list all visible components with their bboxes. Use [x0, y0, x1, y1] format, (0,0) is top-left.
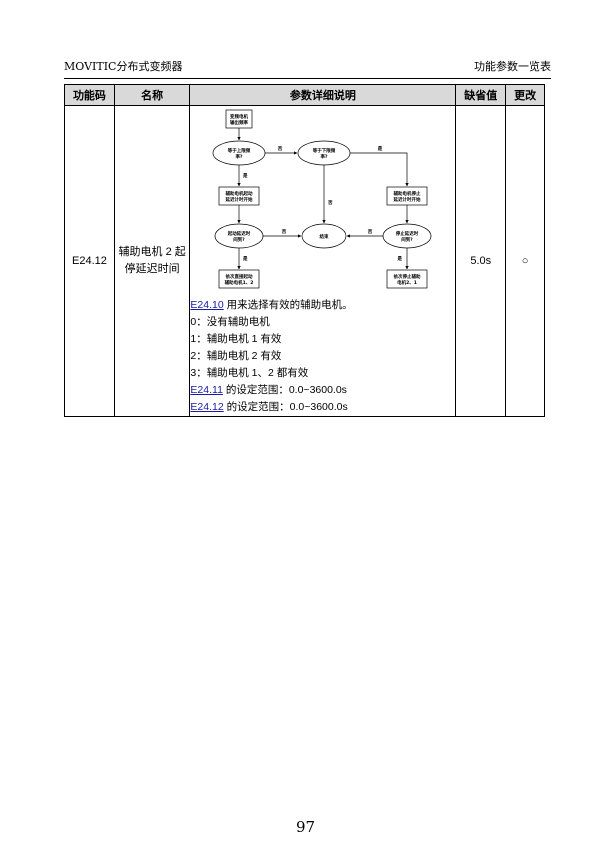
param-name-cell: 辅助电机 2 起停延迟时间	[113, 105, 191, 417]
header-name: 名称	[113, 84, 191, 106]
flow-label-yes: 是	[377, 145, 383, 152]
change-mark-cell: ○	[505, 105, 545, 417]
flow-stop-delay-text: 辅助电机停止	[393, 190, 420, 197]
table-row: E24.12 辅助电机 2 起停延迟时间	[64, 105, 545, 417]
flow-label-yes: 是	[242, 172, 248, 179]
flow-start-text: 变频电机	[230, 113, 248, 120]
desc-line: 0：没有辅助电机	[190, 316, 270, 328]
doc-header-title: MOVITIC分布式变频器	[64, 60, 183, 73]
parameter-table: 功能码 名称 参数详细说明 缺省值 更改 E24.12 辅助电机 2 起停延迟时…	[64, 84, 545, 417]
flow-start-text: 输出频率	[230, 119, 248, 126]
flow-label-no: 否	[368, 228, 373, 235]
page-number: 97	[295, 818, 316, 836]
table-header-row: 功能码 名称 参数详细说明 缺省值 更改	[64, 84, 545, 106]
header-description: 参数详细说明	[189, 84, 457, 106]
flow-label-no: 否	[278, 145, 283, 152]
param-link-e24-11[interactable]: E24.11	[190, 384, 223, 396]
function-code-cell: E24.12	[64, 105, 115, 417]
flow-label-yes: 是	[242, 255, 248, 262]
desc-line: 1：辅助电机 1 有效	[190, 333, 282, 345]
param-link-e24-12[interactable]: E24.12	[190, 401, 224, 413]
header-divider	[64, 78, 551, 79]
flow-stop-time-text: 间到?	[401, 236, 413, 243]
param-link-e24-10[interactable]: E24.10	[190, 299, 224, 311]
flow-start-delay-text: 延迟计时开始	[224, 196, 252, 203]
flow-upper-freq-text: 等于上限频	[228, 147, 251, 154]
flow-start-action-box	[218, 269, 260, 289]
flow-start-delay-text: 辅助电机起动	[225, 190, 252, 197]
header-change: 更改	[505, 84, 545, 106]
flow-end-text: 结束	[319, 233, 328, 240]
desc-line: 2：辅助电机 2 有效	[190, 350, 282, 362]
flow-start-time-text: 间到?	[233, 236, 245, 243]
flow-label-yes: 是	[396, 255, 402, 262]
flow-lower-freq-text: 等于下限频	[313, 147, 336, 154]
desc-line-text: 的设定范围：0.0~3600.0s	[223, 401, 348, 413]
desc-line: E24.11 的设定范围：0.0~3600.0s	[190, 382, 455, 399]
flow-start-action-text: 辅助电机1、2	[225, 279, 254, 286]
flow-stop-action-text: 依次停止辅助	[393, 273, 420, 280]
header-function-code: 功能码	[64, 84, 115, 106]
flow-stop-delay-text: 延迟计时开始	[392, 196, 420, 203]
flow-label-no: 否	[282, 228, 287, 235]
header-default-value: 缺省值	[455, 84, 507, 106]
flow-start-time-text: 起动延迟时	[227, 230, 251, 237]
flow-end-node	[301, 223, 347, 249]
doc-header-section: 功能参数一览表	[474, 60, 551, 73]
flow-arrow	[349, 152, 409, 187]
flow-stop-time-text: 停止延迟时	[396, 230, 419, 237]
default-value-cell: 5.0s	[455, 105, 507, 417]
aux-motor-flowchart: 变频电机 输出频率 等于上限频 率? 等于下限频 率? 辅助电机起动 延迟计时开…	[212, 109, 432, 289]
desc-line-text: 的设定范围：0.0~3600.0s	[222, 384, 347, 396]
flow-upper-freq-text: 率?	[235, 153, 242, 160]
flow-label-no: 否	[328, 199, 333, 206]
flow-start-action-text: 依次直接起动	[225, 273, 252, 280]
desc-line: E24.10 用来选择有效的辅助电机。	[190, 297, 455, 314]
flow-stop-action-text: 电机2、1	[397, 279, 417, 286]
desc-line-text: 用来选择有效的辅助电机。	[223, 299, 353, 311]
flow-lower-freq-text: 率?	[320, 153, 327, 160]
description-cell: 变频电机 输出频率 等于上限频 率? 等于下限频 率? 辅助电机起动 延迟计时开…	[189, 105, 457, 417]
flow-stop-action-box	[386, 269, 428, 289]
desc-line: E24.12 的设定范围：0.0~3600.0s	[190, 399, 455, 416]
desc-line: 3：辅助电机 1、2 都有效	[190, 367, 309, 379]
